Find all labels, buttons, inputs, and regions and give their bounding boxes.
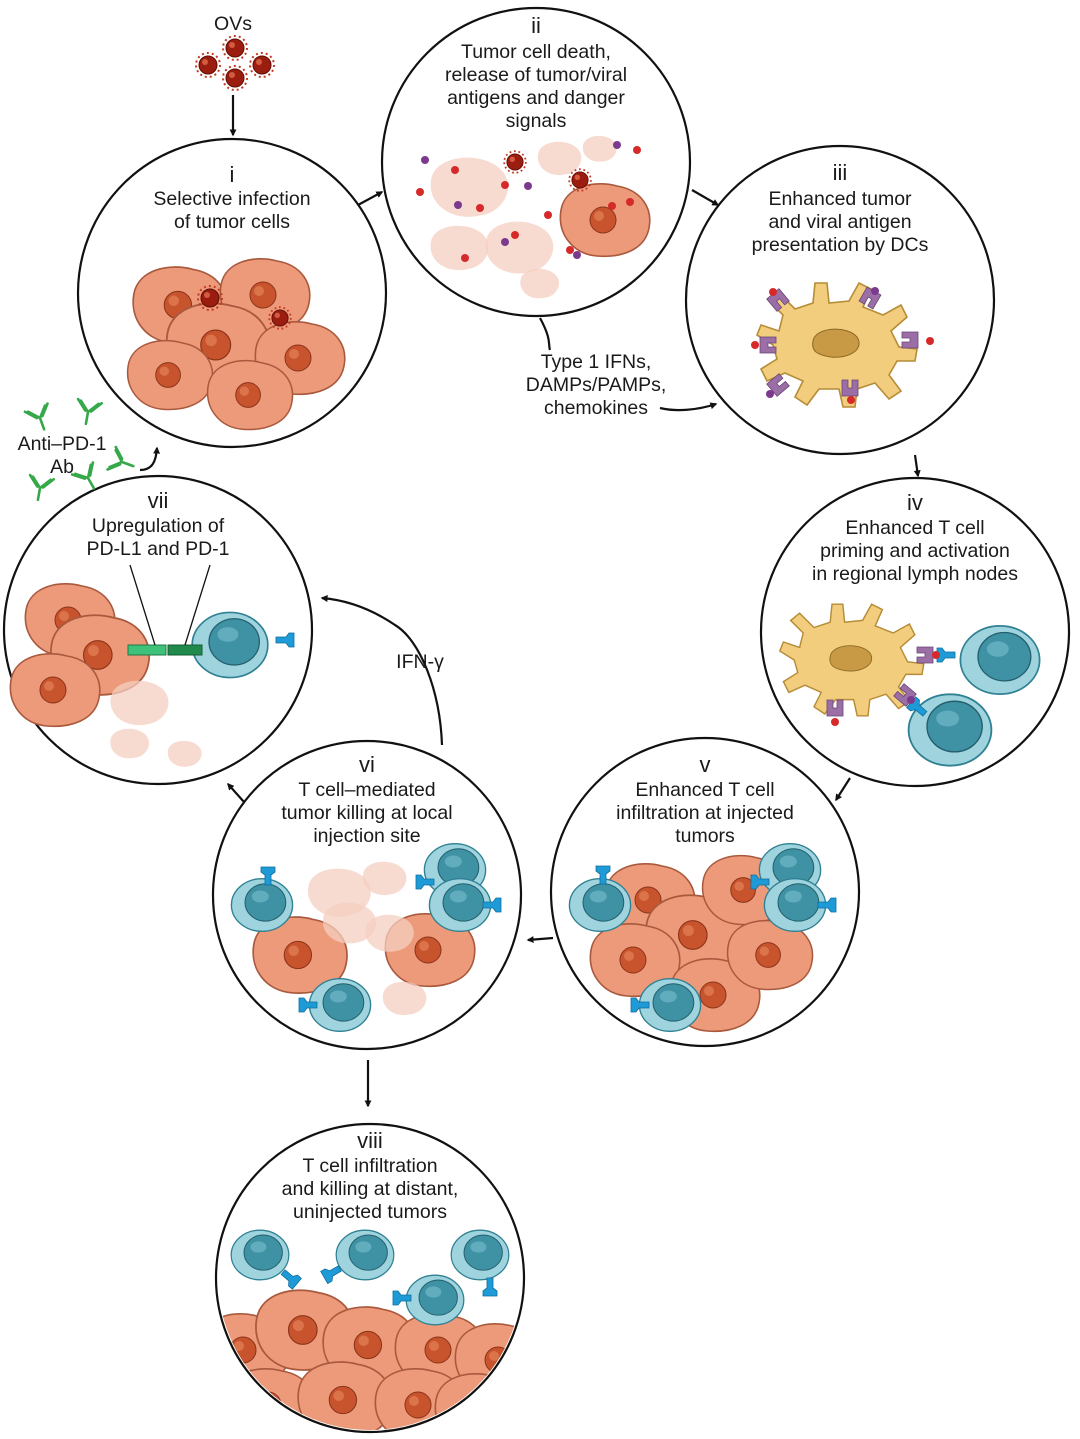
signals-ii-iii-2: DAMPs/PAMPs, xyxy=(526,374,667,396)
stage-viii-caption-3: uninjected tumors xyxy=(293,1201,447,1223)
stage-viii-caption-2: and killing at distant, xyxy=(282,1178,459,1200)
stage-iii-caption-1: Enhanced tumor xyxy=(768,188,912,210)
arrow-ifn-to-vii xyxy=(320,594,444,746)
stage-vi-caption-2: tumor killing at local xyxy=(281,802,452,824)
stage-iii-dendritic-cell xyxy=(751,282,934,408)
stage-iv-numeral: iv xyxy=(907,490,923,515)
stage-iii-caption-3: presentation by DCs xyxy=(752,234,929,256)
stage-vi-numeral: vi xyxy=(359,752,375,777)
stage-i-numeral: i xyxy=(230,162,235,187)
stage-v-caption-1: Enhanced T cell xyxy=(635,779,774,801)
stage-ii-caption-2: release of tumor/viral xyxy=(445,64,627,86)
pd-l1-ligand xyxy=(127,644,167,656)
arrow-i-to-ii xyxy=(357,191,384,206)
stage-viii-caption-1: T cell infiltration xyxy=(302,1155,437,1177)
stage-vii-checkpoint xyxy=(9,564,295,767)
stage-ii-caption-3: antigens and danger xyxy=(447,87,625,109)
ovs-label: OVs xyxy=(214,13,252,35)
stage-iii-caption-2: and viral antigen xyxy=(768,211,911,233)
stage-vii-caption-1: Upregulation of xyxy=(92,515,225,537)
pd-1-receptor xyxy=(167,644,203,656)
stage-ii-numeral: ii xyxy=(531,13,541,38)
arrow-iii-to-iv xyxy=(913,454,921,478)
stage-viii-numeral: viii xyxy=(357,1128,383,1153)
antibody-label-line1: Anti–PD-1 xyxy=(18,433,107,455)
stage-ii-caption-4: signals xyxy=(506,110,567,132)
arrow-chemokines-to-iii xyxy=(659,402,718,412)
stage-vi-caption-3: injection site xyxy=(313,825,420,847)
stage-iii-circle xyxy=(684,144,996,456)
stage-vi-caption-1: T cell–mediated xyxy=(298,779,435,801)
signals-ii-iii-1: Type 1 IFNs, xyxy=(541,351,652,373)
stage-iii-numeral: iii xyxy=(833,160,848,185)
arrow-ab-to-i xyxy=(139,446,161,472)
flow-arrows xyxy=(139,95,921,1108)
stage-ii-lysis xyxy=(416,135,651,299)
stage-ii-caption-1: Tumor cell death, xyxy=(461,41,611,63)
arrow-vi-to-vii xyxy=(227,782,245,803)
ifn-gamma-label: IFN-γ xyxy=(396,651,444,673)
stage-v-caption-2: infiltration at injected xyxy=(616,802,794,824)
stage-vii-numeral: vii xyxy=(148,488,169,513)
stage-v-numeral: v xyxy=(700,752,711,777)
signals-ii-iii-3: chemokines xyxy=(544,397,648,419)
antibody-label-line2: Ab xyxy=(50,456,74,478)
stage-vii-caption-2: PD-L1 and PD-1 xyxy=(86,538,229,560)
stage-iv-caption-3: in regional lymph nodes xyxy=(812,563,1018,585)
stage-iv-priming xyxy=(779,603,1041,767)
stage-i-caption-2: of tumor cells xyxy=(174,211,290,233)
arrow-v-to-vi xyxy=(526,936,554,944)
arrow-iv-to-v xyxy=(835,777,851,802)
ovs-particles xyxy=(195,35,275,91)
stage-v-caption-3: tumors xyxy=(675,825,735,847)
arrow-signals-to-iii xyxy=(539,317,552,351)
stage-i-caption-1: Selective infection xyxy=(153,188,310,210)
arrow-ii-to-iii xyxy=(691,189,720,206)
stage-iv-caption-2: priming and activation xyxy=(820,540,1010,562)
stage-iv-caption-1: Enhanced T cell xyxy=(845,517,984,539)
stage-viii-distant xyxy=(218,1229,522,1430)
